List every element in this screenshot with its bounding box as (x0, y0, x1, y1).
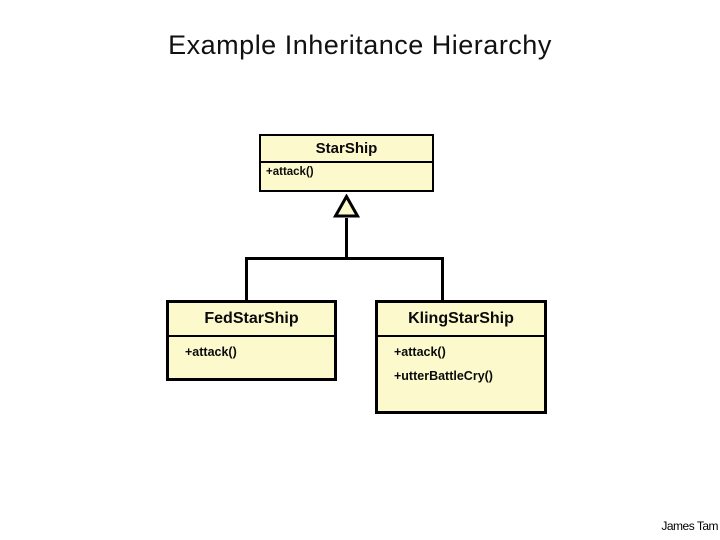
method-fedstarship-attack: +attack() (185, 345, 237, 359)
class-name-fedstarship: FedStarShip (169, 303, 334, 337)
class-name-starship: StarShip (261, 136, 432, 163)
inheritance-stem-line (345, 218, 348, 260)
footer-author: James Tam (661, 519, 718, 533)
inheritance-drop-line-left (245, 257, 248, 302)
class-methods-fedstarship: +attack() (169, 337, 334, 359)
class-methods-starship: +attack() (261, 163, 432, 178)
inheritance-drop-line-right (441, 257, 444, 302)
inheritance-horizontal-line (245, 257, 444, 260)
class-name-klingstarship: KlingStarShip (378, 303, 544, 337)
slide-title: Example Inheritance Hierarchy (168, 30, 552, 60)
method-starship-attack: +attack() (266, 166, 314, 178)
class-box-fedstarship: FedStarShip +attack() (166, 300, 337, 381)
class-box-starship: StarShip +attack() (259, 134, 434, 192)
class-box-klingstarship: KlingStarShip +attack() +utterBattleCry(… (375, 300, 547, 414)
class-methods-klingstarship: +attack() +utterBattleCry() (378, 337, 544, 383)
inheritance-arrowhead-icon (333, 194, 360, 218)
method-klingstarship-utterbattlecry: +utterBattleCry() (394, 369, 493, 383)
method-klingstarship-attack: +attack() (394, 345, 446, 359)
